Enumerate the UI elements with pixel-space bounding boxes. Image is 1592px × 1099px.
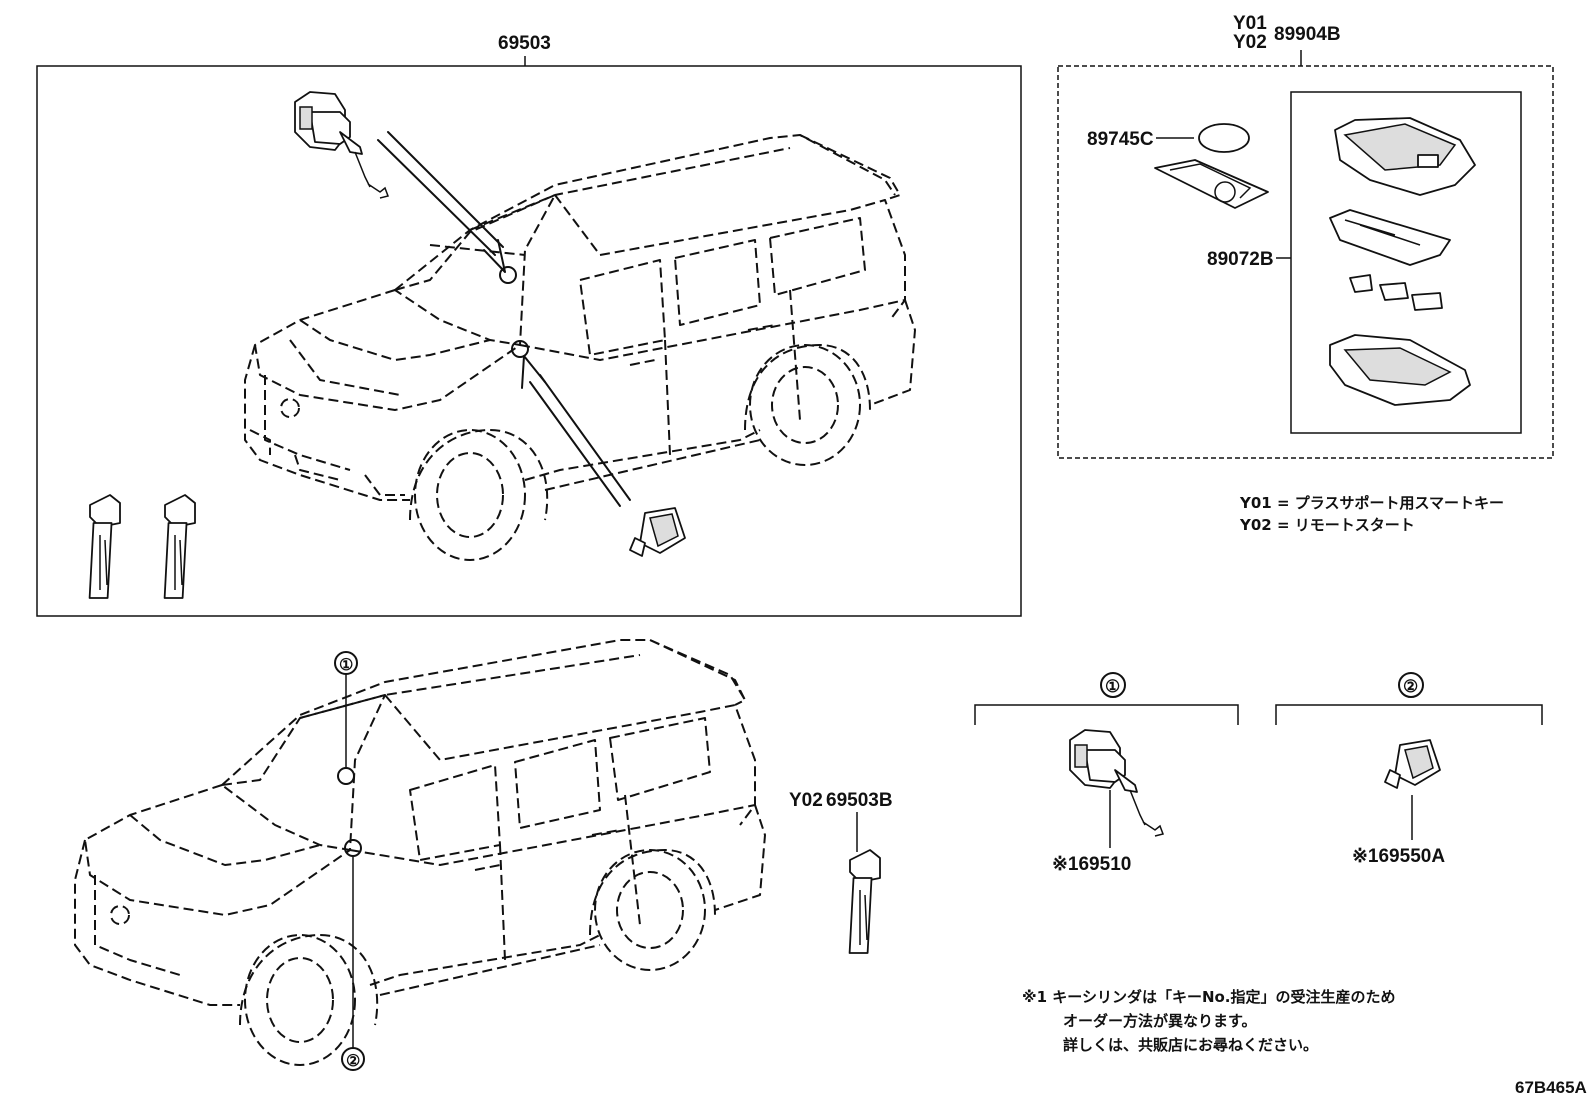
label-69503b: 69503B [826,790,893,811]
arrow-to-cylinder [377,131,506,273]
push-start-switch-icon-2 [1384,739,1441,789]
footnote: ※1 キーシリンダは「キーNo.指定」の受注生産のため オーダー方法が異なります… [1022,988,1396,1054]
mechanical-key-icon-2 [163,494,196,599]
vehicle-top [244,134,916,561]
label-y02: Y02 [1233,32,1267,53]
group-frame-69503 [36,65,1022,617]
diagram-id: 67B465A [1515,1078,1587,1097]
label-y02-69503b: Y02 [789,790,823,811]
callout-1-bottom: ① [334,651,358,785]
key-board-icon [1329,209,1451,266]
label-89072b: 89072B [1207,249,1274,270]
label-89745c: 89745C [1087,129,1154,150]
arrow-to-switch [521,355,631,507]
callout-2-bottom: ② [341,839,365,1071]
label-y01: Y01 [1233,13,1267,34]
svg-text:①: ① [339,657,353,674]
smart-key-cover-icon [1334,117,1476,196]
label-89904b: 89904B [1274,24,1341,45]
label-69510: ※169510 [1052,854,1131,875]
vehicle-bottom [74,639,766,1066]
smart-key-base-icon [1329,334,1471,406]
subgroup-frame-89072b [1290,91,1522,434]
battery-icon [1198,123,1250,153]
group-circle-1: ① ※169510 [974,672,1239,875]
group-69503b: Y02 69503B [789,790,893,954]
svg-text:②: ② [346,1053,360,1070]
legend-y02: Y02 = リモートスタート [1239,516,1415,534]
group-frame-89904b [1057,65,1554,459]
label-69503: 69503 [498,33,551,54]
svg-text:①: ① [1105,677,1120,696]
group-69503: 69503 [36,33,1022,617]
callout-point-switch [511,340,529,358]
footnote-line-3: 詳しくは、共販店にお尋ねください。 [1063,1036,1318,1054]
push-start-switch-icon [629,507,686,557]
label-69550a: ※169550A [1352,846,1445,867]
group-89904b: Y01 Y02 89904B 89745C 89072B [1057,13,1554,534]
legend-y01: Y01 = プラスサポート用スマートキー [1239,494,1504,512]
footnote-line-1: ※1 キーシリンダは「キーNo.指定」の受注生産のため [1022,988,1396,1006]
mechanical-key-icon [88,494,121,599]
gasket-icon [1154,159,1269,209]
svg-text:②: ② [1403,677,1418,696]
key-buttons-icon [1349,274,1443,311]
mechanical-key-69503b-icon [848,849,881,954]
key-cylinder-icon [294,91,389,199]
callout-point-cylinder [499,266,517,284]
key-cylinder-icon-2 [1069,729,1164,837]
group-circle-2: ② ※169550A [1275,672,1543,867]
footnote-line-2: オーダー方法が異なります。 [1063,1012,1257,1030]
